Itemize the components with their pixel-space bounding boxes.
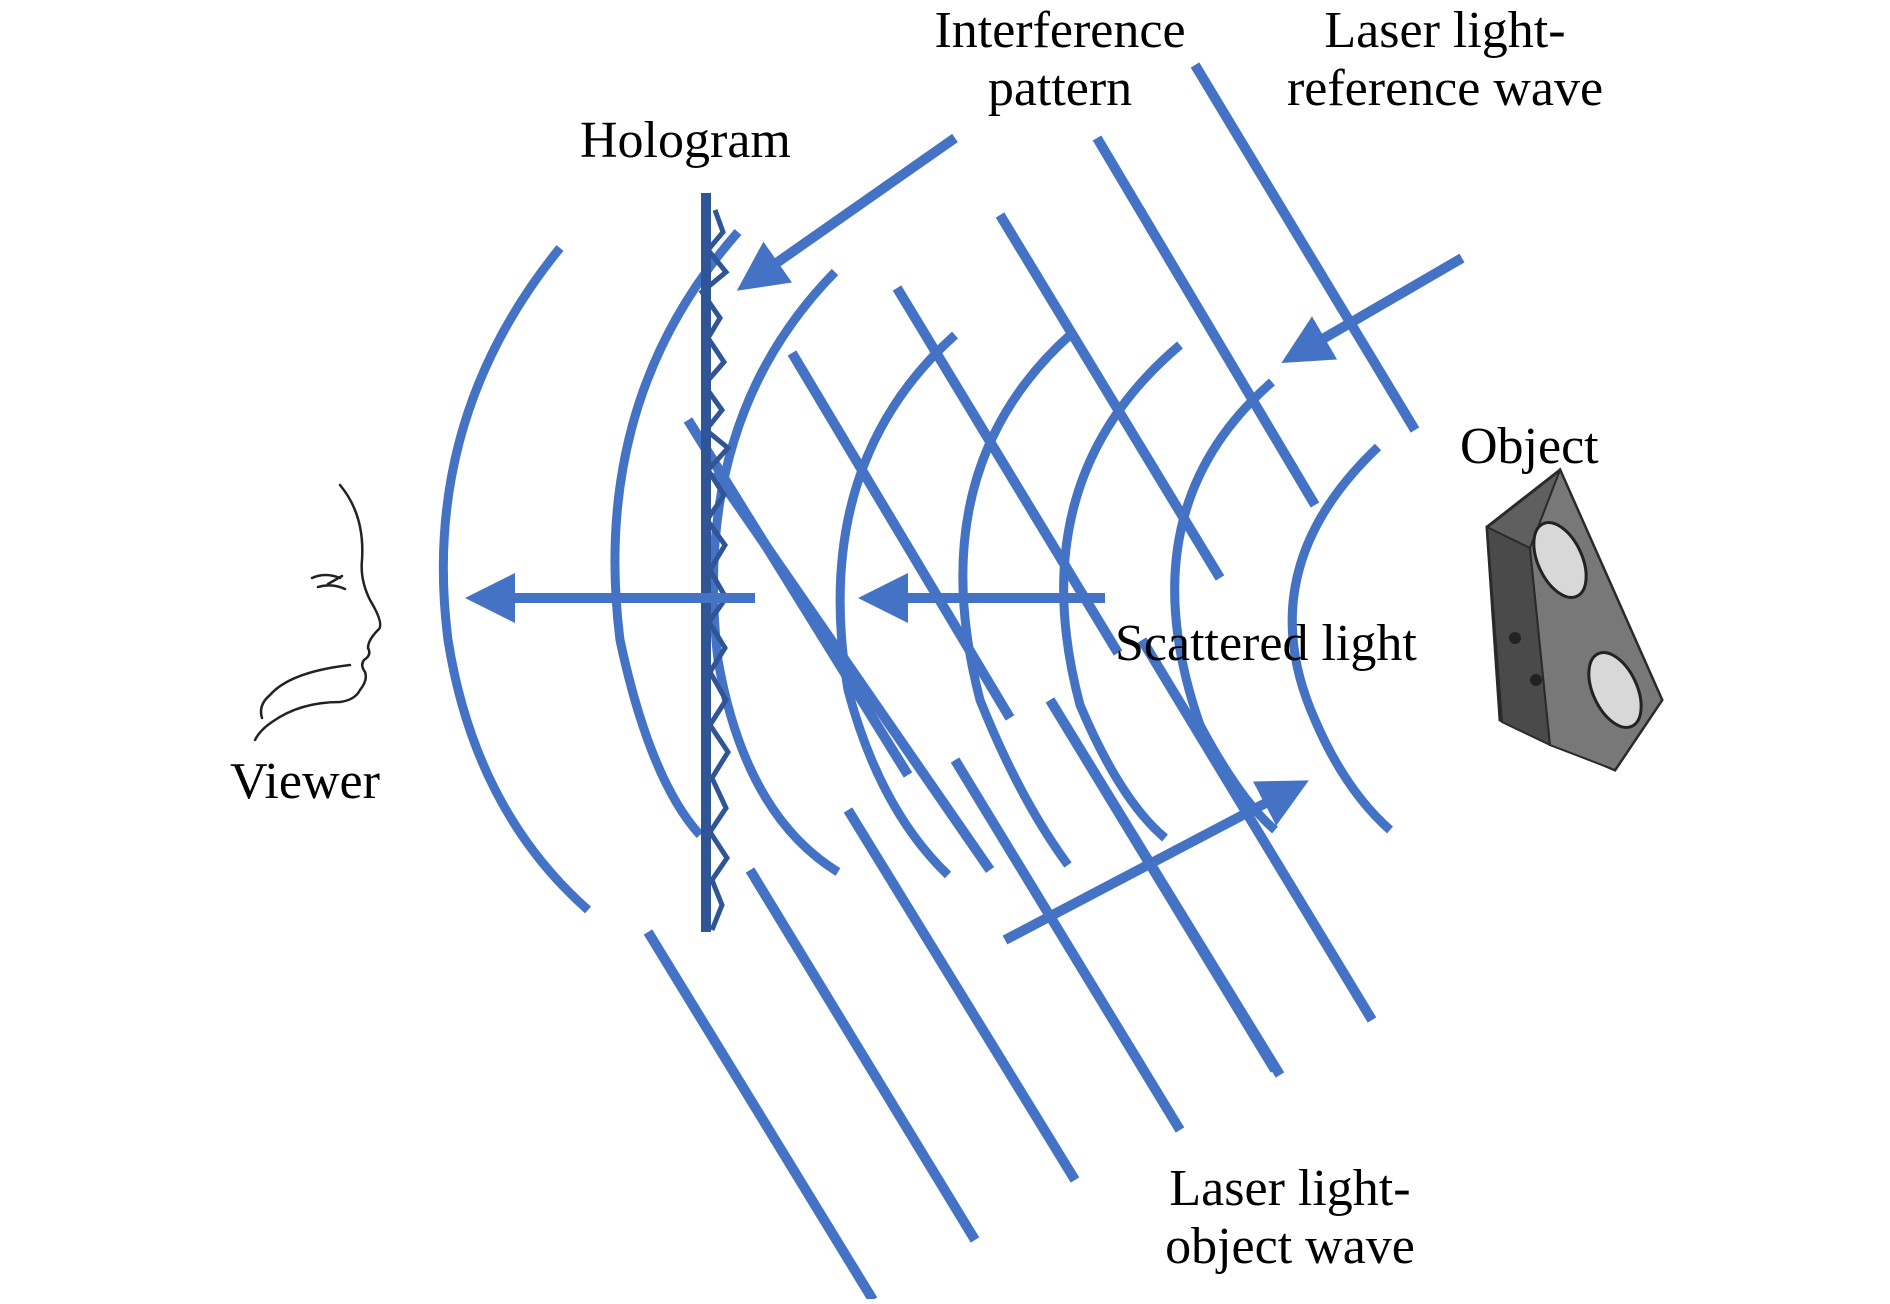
object-wave-label: Laser light- object wave bbox=[1130, 1160, 1450, 1276]
viewer-label: Viewer bbox=[230, 753, 380, 810]
reference-direction-arrow bbox=[1281, 253, 1465, 364]
object-wavefront bbox=[950, 757, 1185, 1133]
scattered-wavefront bbox=[1170, 378, 1278, 834]
scattered-wavefront bbox=[1059, 341, 1183, 842]
object-wave-fronts bbox=[643, 697, 1280, 1303]
scattered-wave-fronts bbox=[438, 229, 1393, 914]
object-label: Object bbox=[1460, 418, 1599, 475]
reference-wavefront bbox=[710, 469, 995, 873]
scattered-wavefront bbox=[709, 268, 841, 876]
triangular-bracket-icon bbox=[1485, 467, 1664, 772]
interference-pattern-zigzag bbox=[698, 209, 732, 931]
reference-wavefront bbox=[892, 285, 1123, 656]
reference-wavefront bbox=[1092, 135, 1320, 508]
interference-pointer-arrow bbox=[736, 133, 958, 291]
reference-wavefront bbox=[1190, 62, 1420, 433]
scattered-wavefront bbox=[1287, 443, 1393, 834]
reference-wave-label: Laser light- reference wave bbox=[1265, 2, 1625, 118]
scattered-wavefront bbox=[835, 331, 959, 879]
hologram-label: Hologram bbox=[580, 112, 791, 169]
hologram-plate bbox=[698, 193, 732, 932]
scattered-wavefront bbox=[958, 331, 1074, 868]
reference-wavefront bbox=[1137, 637, 1377, 1023]
object-wavefront bbox=[745, 867, 980, 1243]
scattered-wavefront bbox=[610, 229, 742, 839]
object-wavefront bbox=[1045, 697, 1280, 1073]
reference-wave-line1: Laser light- bbox=[1324, 2, 1566, 59]
face-profile-icon bbox=[253, 483, 382, 742]
object-wave-line1: Laser light- bbox=[1169, 1160, 1411, 1217]
scattered-light-label: Scattered light bbox=[1115, 615, 1417, 672]
interference-pattern-line2: pattern bbox=[987, 60, 1133, 117]
interference-pattern-label: Interference pattern bbox=[890, 2, 1230, 118]
object-wave-line2: object wave bbox=[1165, 1218, 1415, 1275]
scattered-wavefront bbox=[438, 245, 591, 914]
object-wavefront bbox=[643, 929, 878, 1303]
reference-wave-line2: reference wave bbox=[1286, 60, 1604, 117]
interference-pattern-line1: Interference bbox=[934, 2, 1186, 59]
object-wavefront bbox=[843, 807, 1080, 1183]
arrows bbox=[465, 133, 1465, 945]
object-wave-direction-arrow bbox=[1002, 780, 1309, 945]
reference-wavefront bbox=[787, 350, 1015, 721]
